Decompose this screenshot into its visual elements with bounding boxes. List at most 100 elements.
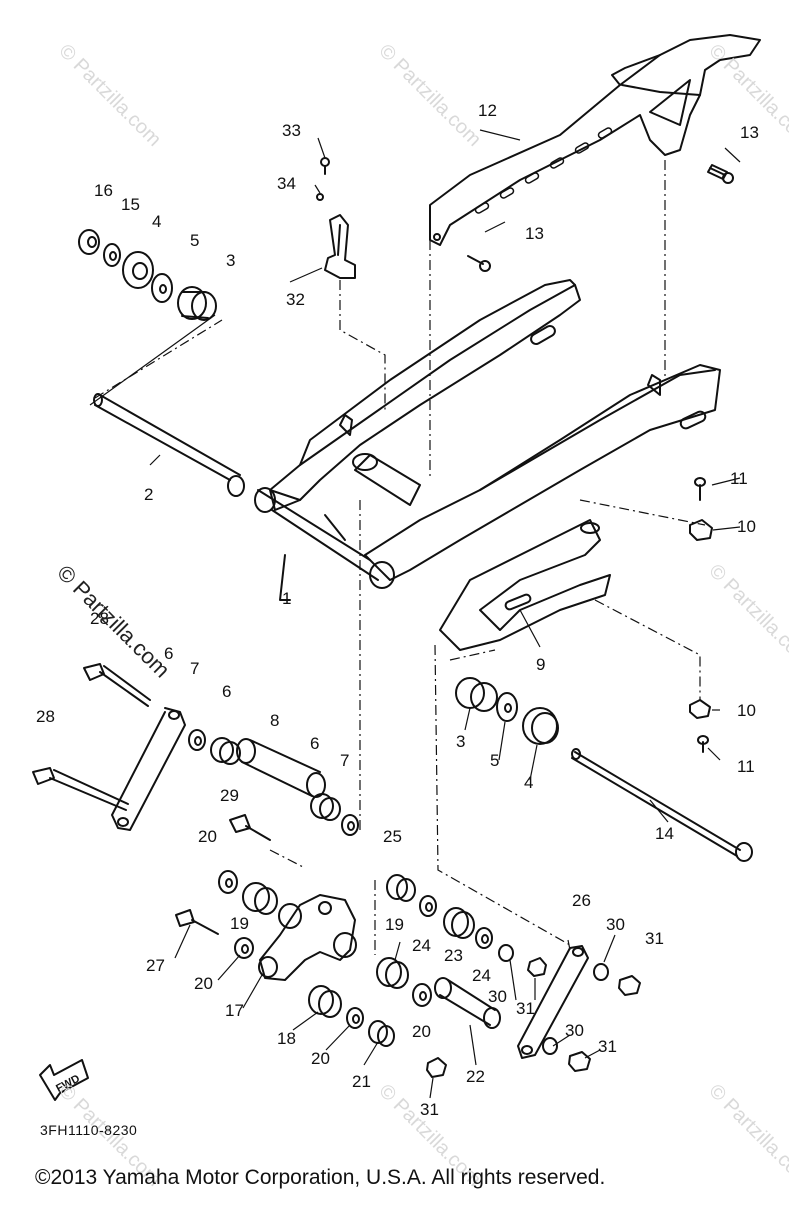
callout-27: 27 <box>146 956 165 975</box>
callout-30-a: 30 <box>606 915 625 934</box>
callout-9: 9 <box>536 655 546 674</box>
part-3-collar-b <box>455 677 498 712</box>
callout-34: 34 <box>277 174 296 193</box>
part-17-relay-arm <box>258 894 357 981</box>
callout-20-c: 20 <box>311 1049 330 1068</box>
callout-13-b: 13 <box>525 224 544 243</box>
part-13-bolt-b <box>467 255 491 272</box>
callout-29: 29 <box>220 786 239 805</box>
part-10-nut-a <box>689 519 713 541</box>
part-11-bolt-a <box>694 477 706 501</box>
part-6-bushing-a <box>210 737 241 765</box>
part-11-bolt-b <box>697 735 709 753</box>
callout-16: 16 <box>94 181 113 200</box>
part-21-collar <box>368 1020 395 1047</box>
part-30-washer-a <box>498 944 514 962</box>
callout-22: 22 <box>466 1067 485 1086</box>
callout-12: 12 <box>478 101 497 120</box>
callout-7-b: 7 <box>340 751 350 770</box>
part-9-chain-slider <box>439 519 611 651</box>
copyright-notice: ©2013 Yamaha Motor Corporation, U.S.A. A… <box>35 1166 606 1189</box>
part-15-washer <box>103 243 121 267</box>
callout-17: 17 <box>225 1001 244 1020</box>
part-22-collar <box>434 977 501 1029</box>
callout-31-d: 31 <box>420 1100 439 1119</box>
part-20-washer-c <box>346 1007 364 1029</box>
part-24-washer-b <box>475 927 493 949</box>
callout-5-a: 5 <box>190 231 200 250</box>
part-25-collar <box>386 874 416 902</box>
part-32-bracket <box>324 214 356 279</box>
callout-10-b: 10 <box>737 701 756 720</box>
callout-20-d: 20 <box>412 1022 431 1041</box>
part-28-bolt-a <box>83 663 151 707</box>
part-6-bushing-b <box>310 793 341 821</box>
callout-19-b: 19 <box>385 915 404 934</box>
part-30-washer-b <box>593 963 609 981</box>
callout-26: 26 <box>572 891 591 910</box>
callout-20-a: 20 <box>198 827 217 846</box>
callout-10-a: 10 <box>737 517 756 536</box>
part-5-seal-b <box>496 692 518 722</box>
part-13-bolt-a <box>707 164 734 184</box>
callout-32: 32 <box>286 290 305 309</box>
callout-2: 2 <box>144 485 154 504</box>
callout-3-a: 3 <box>226 251 236 270</box>
callout-8: 8 <box>270 711 280 730</box>
part-16-nut <box>78 229 100 255</box>
callout-5-b: 5 <box>490 751 500 770</box>
part-31-nut-c <box>618 975 641 996</box>
part-4-bearing-b <box>522 707 559 745</box>
part-27-bolt <box>175 909 219 935</box>
callout-33: 33 <box>282 121 301 140</box>
part-20-washer-a <box>218 870 238 894</box>
callout-31-b: 31 <box>516 999 535 1018</box>
callout-24-a: 24 <box>412 936 431 955</box>
part-19-bushing-b <box>376 957 409 989</box>
part-1-swing-arm <box>254 279 721 601</box>
callout-20-b: 20 <box>194 974 213 993</box>
callout-11-a: 11 <box>730 469 748 488</box>
part-23-bushing <box>443 907 475 939</box>
callout-23: 23 <box>444 946 463 965</box>
callout-31-a: 31 <box>645 929 664 948</box>
part-7-washer-a <box>188 729 206 751</box>
callout-19-a: 19 <box>230 914 249 933</box>
callout-13-a: 13 <box>740 123 759 142</box>
callout-24-b: 24 <box>472 966 491 985</box>
callout-1: 1 <box>282 589 292 608</box>
callout-28-a: 28 <box>90 609 109 628</box>
callout-30-b: 30 <box>488 987 507 1006</box>
callout-4-a: 4 <box>152 212 162 231</box>
callout-6-a: 6 <box>164 644 174 663</box>
part-14-shaft <box>571 748 753 862</box>
part-4-bearing-a <box>122 251 154 289</box>
part-6-connecting-rod <box>111 707 186 831</box>
part-26-connecting-rod <box>517 945 589 1059</box>
part-29-bolt <box>229 814 271 841</box>
part-18-bushing <box>308 985 342 1018</box>
part-19-bushing-a <box>242 882 278 915</box>
part-24-washer-a <box>419 895 437 917</box>
part-28-bolt-b <box>32 767 129 811</box>
callout-21: 21 <box>352 1072 371 1091</box>
callout-6-b: 6 <box>222 682 232 701</box>
callout-4-b: 4 <box>524 773 534 792</box>
callout-7-a: 7 <box>190 659 200 678</box>
callout-28-b: 28 <box>36 707 55 726</box>
part-20-washer-b <box>234 937 254 959</box>
part-31-nut-b <box>527 957 547 977</box>
part-10-nut-b <box>689 699 711 719</box>
part-5-seal-a <box>151 273 173 303</box>
part-30-washer-c <box>542 1037 558 1055</box>
part-3-collar-a <box>177 286 217 321</box>
callout-18: 18 <box>277 1029 296 1048</box>
part-7-washer-b <box>341 814 359 836</box>
callout-31-c: 31 <box>598 1037 617 1056</box>
part-code: 3FH1110-8230 <box>40 1122 138 1138</box>
callout-11-b: 11 <box>737 757 755 776</box>
part-8-collar <box>236 738 326 798</box>
part-33-screw <box>320 157 330 175</box>
